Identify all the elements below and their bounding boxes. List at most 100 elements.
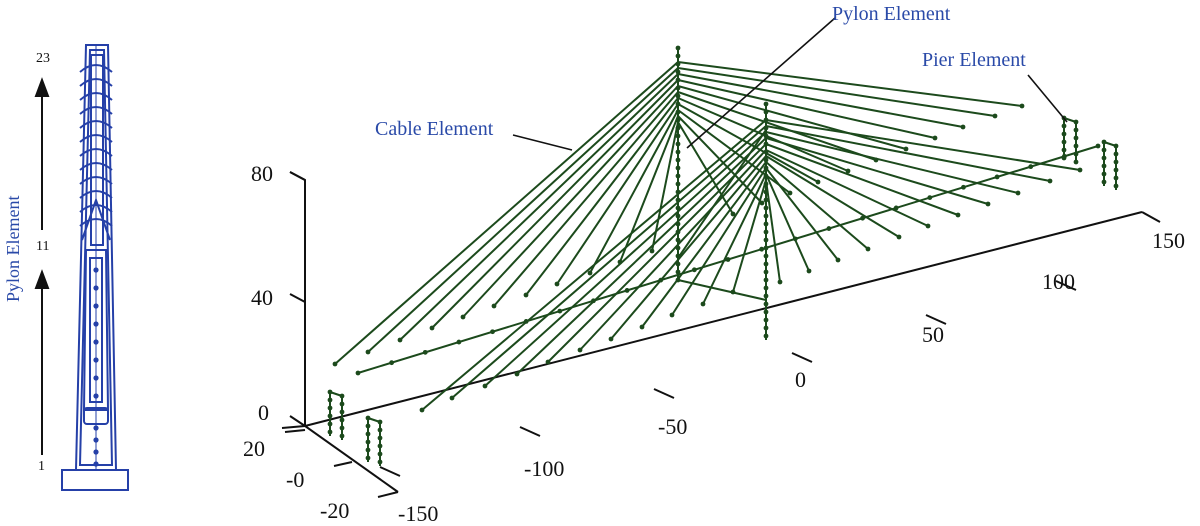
pylon-node bbox=[763, 173, 769, 179]
y-tick-20: 20 bbox=[243, 436, 265, 461]
pier-node bbox=[1101, 171, 1107, 177]
pylon-node bbox=[675, 213, 681, 219]
pier-node bbox=[1113, 175, 1119, 181]
node bbox=[759, 200, 765, 206]
cable-element bbox=[556, 103, 679, 285]
cable-element bbox=[765, 137, 989, 205]
cable-element bbox=[677, 79, 936, 139]
pier-node bbox=[1101, 139, 1107, 145]
cable-element bbox=[677, 109, 791, 194]
x-tick-minus150: -150 bbox=[398, 501, 438, 526]
pylon-node bbox=[93, 285, 99, 291]
cable-element bbox=[493, 91, 679, 307]
pylon-node bbox=[93, 321, 99, 327]
pylon-node bbox=[763, 269, 769, 275]
deck-node bbox=[355, 370, 361, 376]
node bbox=[491, 303, 497, 309]
pier-node bbox=[377, 443, 383, 449]
node bbox=[639, 324, 645, 330]
pylon-node bbox=[763, 117, 769, 123]
pier-node bbox=[377, 435, 383, 441]
z-tick-0: 0 bbox=[258, 400, 269, 425]
pier-node bbox=[327, 421, 333, 427]
pylon-node bbox=[763, 165, 769, 171]
pylon-crossbeam bbox=[677, 279, 767, 301]
pylon-node bbox=[763, 157, 769, 163]
callout-leaders bbox=[512, 17, 1068, 151]
pier-node bbox=[1113, 143, 1119, 149]
pier-node bbox=[1113, 183, 1119, 189]
pylon-node bbox=[763, 213, 769, 219]
pier-node bbox=[365, 455, 371, 461]
pylon-node bbox=[675, 189, 681, 195]
node bbox=[835, 257, 841, 263]
pylon-node bbox=[93, 437, 99, 443]
deck-node bbox=[1028, 164, 1034, 170]
pylon-node bbox=[675, 69, 681, 75]
cable-element bbox=[677, 61, 1023, 107]
x-axis-tick bbox=[653, 388, 675, 399]
deck-node bbox=[792, 236, 798, 242]
pylon-node bbox=[763, 109, 769, 115]
cable-element bbox=[516, 137, 767, 375]
cable-anchor-chevron bbox=[79, 148, 113, 157]
x-tick-50: 50 bbox=[922, 322, 944, 347]
deck-node bbox=[422, 349, 428, 355]
pylon-node bbox=[763, 261, 769, 267]
pylon-node bbox=[675, 141, 681, 147]
x-axis-tick bbox=[1055, 280, 1077, 291]
node bbox=[523, 292, 529, 298]
node bbox=[1019, 103, 1025, 109]
cable-anchor-chevron bbox=[79, 92, 113, 101]
pylon-node bbox=[675, 77, 681, 83]
cable-element bbox=[677, 73, 964, 128]
node bbox=[554, 281, 560, 287]
pylon-cable-anchors bbox=[79, 64, 113, 241]
pier-node bbox=[365, 415, 371, 421]
pylon-crossbeam bbox=[677, 129, 767, 259]
cable-element bbox=[462, 85, 679, 318]
pier-element-callout: Pier Element bbox=[922, 49, 1026, 71]
cable-anchor-chevron bbox=[79, 204, 113, 213]
cable-element bbox=[765, 155, 900, 238]
arrow-up-icon bbox=[34, 269, 50, 289]
node bbox=[985, 201, 991, 207]
axis-x bbox=[304, 211, 1143, 427]
pier-node bbox=[1113, 151, 1119, 157]
x-tick-100: 100 bbox=[1042, 269, 1075, 294]
cable-element bbox=[579, 149, 767, 351]
axis-x-end-tick bbox=[1141, 211, 1161, 223]
node bbox=[992, 113, 998, 119]
pylon-node bbox=[675, 197, 681, 203]
pier-node bbox=[1101, 179, 1107, 185]
node bbox=[845, 168, 851, 174]
pier-node bbox=[327, 397, 333, 403]
pier-node bbox=[1073, 159, 1079, 165]
node bbox=[1077, 167, 1083, 173]
cable-anchor-chevron bbox=[79, 106, 113, 115]
node bbox=[903, 146, 909, 152]
cable-element bbox=[421, 119, 767, 411]
pier-node bbox=[327, 429, 333, 435]
deck-node bbox=[591, 298, 596, 304]
pier-node bbox=[1113, 159, 1119, 165]
node bbox=[700, 301, 706, 307]
x-tick-0: 0 bbox=[795, 367, 806, 392]
x-axis-tick bbox=[925, 314, 947, 325]
cable-element bbox=[547, 143, 767, 363]
pier-node bbox=[1101, 163, 1107, 169]
node bbox=[429, 325, 435, 331]
node bbox=[777, 279, 783, 285]
cable-element bbox=[334, 61, 679, 365]
pylon-node bbox=[675, 261, 681, 267]
node bbox=[730, 211, 736, 217]
pylon-node bbox=[763, 301, 769, 307]
pylon-node bbox=[763, 285, 769, 291]
node bbox=[608, 336, 614, 342]
node bbox=[545, 359, 551, 365]
node bbox=[932, 135, 938, 141]
pier-node bbox=[1061, 155, 1067, 161]
pylon-node bbox=[675, 165, 681, 171]
cable-element bbox=[641, 161, 767, 328]
pylon-nodes bbox=[93, 267, 99, 467]
